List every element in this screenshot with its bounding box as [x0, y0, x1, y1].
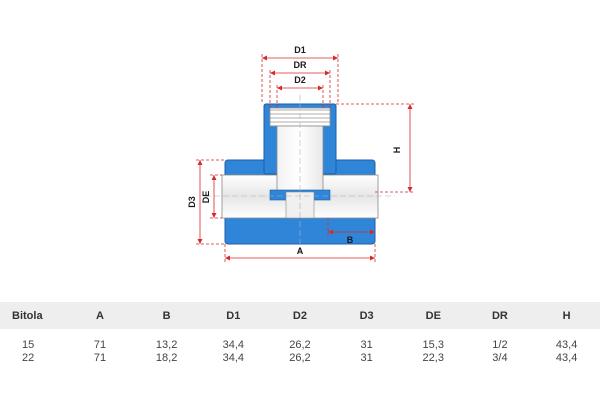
- table-row: 22 71 18,2 34,4 26,2 31 22,3 3/4 43,4: [0, 352, 600, 365]
- table-cell: 13,2: [155, 339, 178, 351]
- table-cell: 34,4: [222, 352, 244, 364]
- column-header: B: [162, 309, 171, 322]
- table-cell: 43,4: [555, 339, 578, 351]
- column-header: D2: [292, 309, 307, 322]
- table-cell: 3/4: [492, 352, 508, 364]
- table-cell: 15,3: [422, 339, 444, 351]
- dimension-arrows: [197, 55, 413, 261]
- label-b: B: [347, 235, 354, 245]
- spec-table: Bitola A B D1 D2 D3 DE DR H 15 71 13,2 3…: [0, 302, 600, 365]
- column-header: D3: [359, 309, 374, 322]
- table-cell: 15: [22, 339, 35, 351]
- table-cell: 1/2: [492, 339, 508, 351]
- table-cell: 26,2: [289, 339, 311, 351]
- label-a: A: [297, 246, 304, 256]
- table-row: 15 71 13,2 34,4 26,2 31 15,3 1/2 43,4: [0, 329, 600, 352]
- table-cell: 71: [93, 339, 107, 351]
- label-d2: D2: [294, 75, 306, 85]
- table-cell: 31: [360, 352, 373, 364]
- table-cell: 71: [93, 352, 107, 364]
- table-cell: 34,4: [222, 339, 244, 351]
- column-header: H: [562, 309, 571, 322]
- column-header: Bitola: [12, 309, 43, 322]
- fitting-body: [205, 95, 395, 255]
- column-header: DR: [491, 309, 508, 322]
- label-dr: DR: [294, 60, 307, 70]
- label-d1: D1: [294, 45, 306, 55]
- table-cell: 18,2: [155, 352, 178, 364]
- table-cell: 31: [360, 339, 373, 351]
- column-header: A: [96, 309, 104, 322]
- column-header: DE: [425, 309, 441, 322]
- dimension-lines: [196, 54, 414, 262]
- table-cell: 22,3: [422, 352, 444, 364]
- label-h: H: [392, 147, 402, 154]
- table-cell: 26,2: [289, 352, 311, 364]
- table-cell: 43,4: [555, 352, 578, 364]
- tee-fitting-drawing: D1 DR D2 H D3 DE A B: [187, 45, 414, 262]
- table-header-row: Bitola A B D1 D2 D3 DE DR H: [0, 302, 600, 329]
- dimension-labels: D1 DR D2 H D3 DE A B: [187, 45, 402, 256]
- label-de: DE: [201, 191, 211, 204]
- column-header: D1: [226, 309, 241, 322]
- label-d3: D3: [187, 196, 197, 208]
- table-cell: 22: [22, 352, 35, 364]
